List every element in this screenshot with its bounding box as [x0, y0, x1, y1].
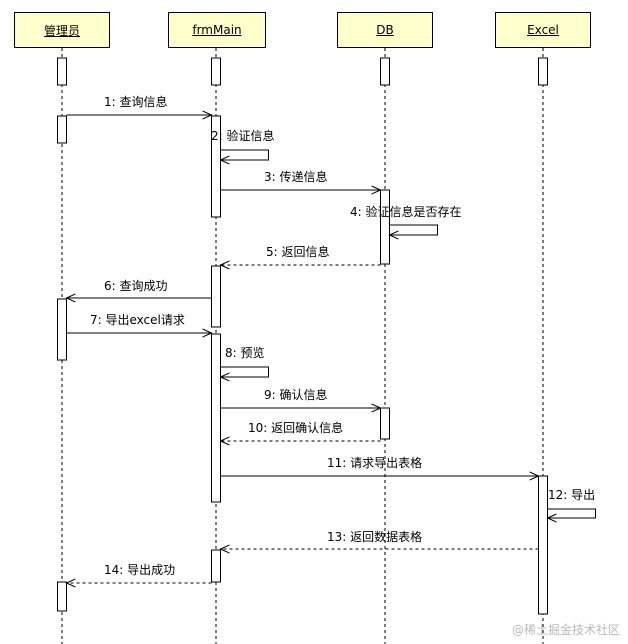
message-arrow	[548, 508, 596, 518]
activation-box	[380, 189, 390, 265]
watermark: @稀土掘金技术社区	[511, 623, 620, 637]
activation-box	[538, 57, 548, 86]
message-label: 1: 查询信息	[104, 95, 168, 109]
activation-box	[57, 115, 67, 144]
activation-box	[380, 57, 390, 86]
message-arrow	[390, 224, 438, 235]
activation-box	[211, 57, 221, 86]
participant-frmmain: frmMain	[168, 12, 266, 48]
message-label: 3: 传递信息	[264, 170, 328, 184]
activation-box	[211, 115, 221, 218]
participant-excel: Excel	[495, 12, 591, 48]
message-label: 4: 验证信息是否存在	[350, 205, 462, 219]
message-label: 8: 预览	[225, 346, 265, 360]
activation-box	[211, 549, 221, 583]
message-label: 6: 查询成功	[104, 279, 168, 293]
message-arrow	[221, 366, 269, 377]
message-label: 7: 导出excel请求	[90, 313, 185, 327]
message-label: 9: 确认信息	[264, 388, 328, 402]
activation-box	[57, 298, 67, 361]
message-label: 13: 返回数据表格	[327, 530, 423, 544]
message-label: 5: 返回信息	[266, 245, 330, 259]
message-label: 14: 导出成功	[104, 563, 176, 577]
message-arrow	[221, 149, 269, 160]
activation-box	[211, 265, 221, 328]
message-label: 12: 导出	[548, 488, 596, 502]
activation-box	[211, 333, 221, 503]
message-label: 10: 返回确认信息	[248, 421, 344, 435]
activation-box	[380, 407, 390, 440]
message-label: 2: 验证信息	[211, 129, 275, 143]
activation-box	[57, 581, 67, 612]
participant-admin: 管理员	[14, 12, 110, 48]
activation-box	[57, 57, 67, 86]
activation-box	[538, 475, 548, 615]
message-label: 11: 请求导出表格	[327, 456, 423, 470]
participant-db: DB	[337, 12, 433, 48]
